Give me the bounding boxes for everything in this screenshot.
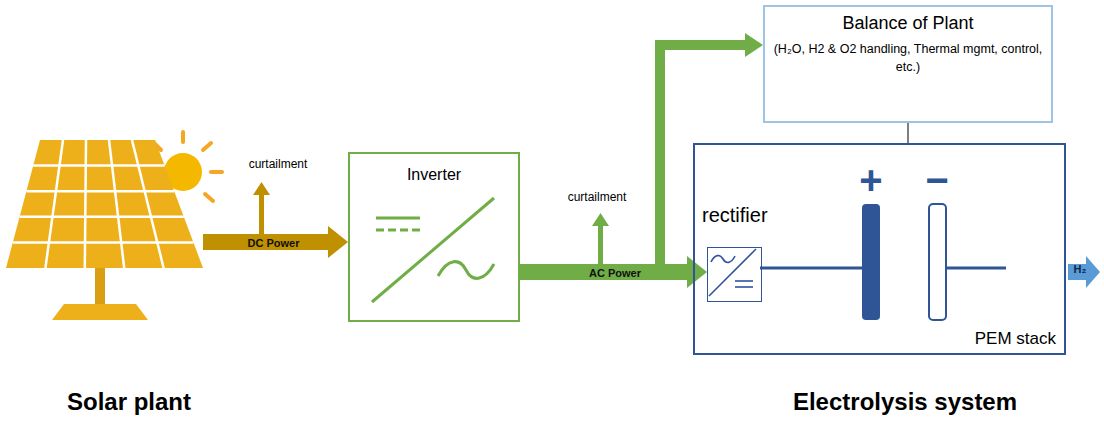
link-line — [908, 123, 909, 143]
polarity-sign: + — [859, 160, 882, 200]
stack-label: PEM stack — [975, 329, 1056, 349]
output-label: H₂ — [1074, 264, 1087, 275]
panel-post — [95, 268, 105, 304]
curtailment-label: curtailment — [249, 158, 308, 170]
solar-plant-node: Solar plant — [5, 140, 215, 420]
panel-base — [52, 304, 148, 320]
hydrogen-output-arrow — [1068, 256, 1100, 288]
curtailment-arrow — [592, 213, 609, 266]
balance-of-plant-box: Balance of Plant (H₂O, H2 & O2 handling, … — [763, 5, 1053, 123]
edge-label: DC Power — [248, 237, 300, 250]
box-title: rectifier — [702, 204, 768, 227]
edge-label: AC Power — [589, 267, 641, 280]
curtailment-label: curtailment — [568, 191, 627, 203]
solar-panel — [6, 140, 203, 268]
system-label: Electrolysis system — [793, 390, 1017, 414]
rectifier-symbol — [709, 249, 756, 296]
box-title: Inverter — [350, 166, 518, 184]
inverter-symbol — [372, 198, 494, 302]
box-title: Balance of Plant — [842, 13, 973, 34]
panel-grid — [13, 140, 194, 268]
plant-label: Solar plant — [67, 388, 191, 416]
curtailment-arrow — [253, 182, 270, 235]
polarity-sign: − — [925, 160, 948, 200]
branch-arrow — [520, 33, 763, 272]
rectifier-box: rectifier — [707, 247, 762, 302]
inverter-box: Inverter — [348, 152, 520, 322]
box-description: (H₂O, H2 & O2 handling, Thermal mgmt, co… — [773, 40, 1043, 76]
dc-power-arrow — [203, 226, 348, 258]
pem-electrodes — [760, 204, 1006, 320]
